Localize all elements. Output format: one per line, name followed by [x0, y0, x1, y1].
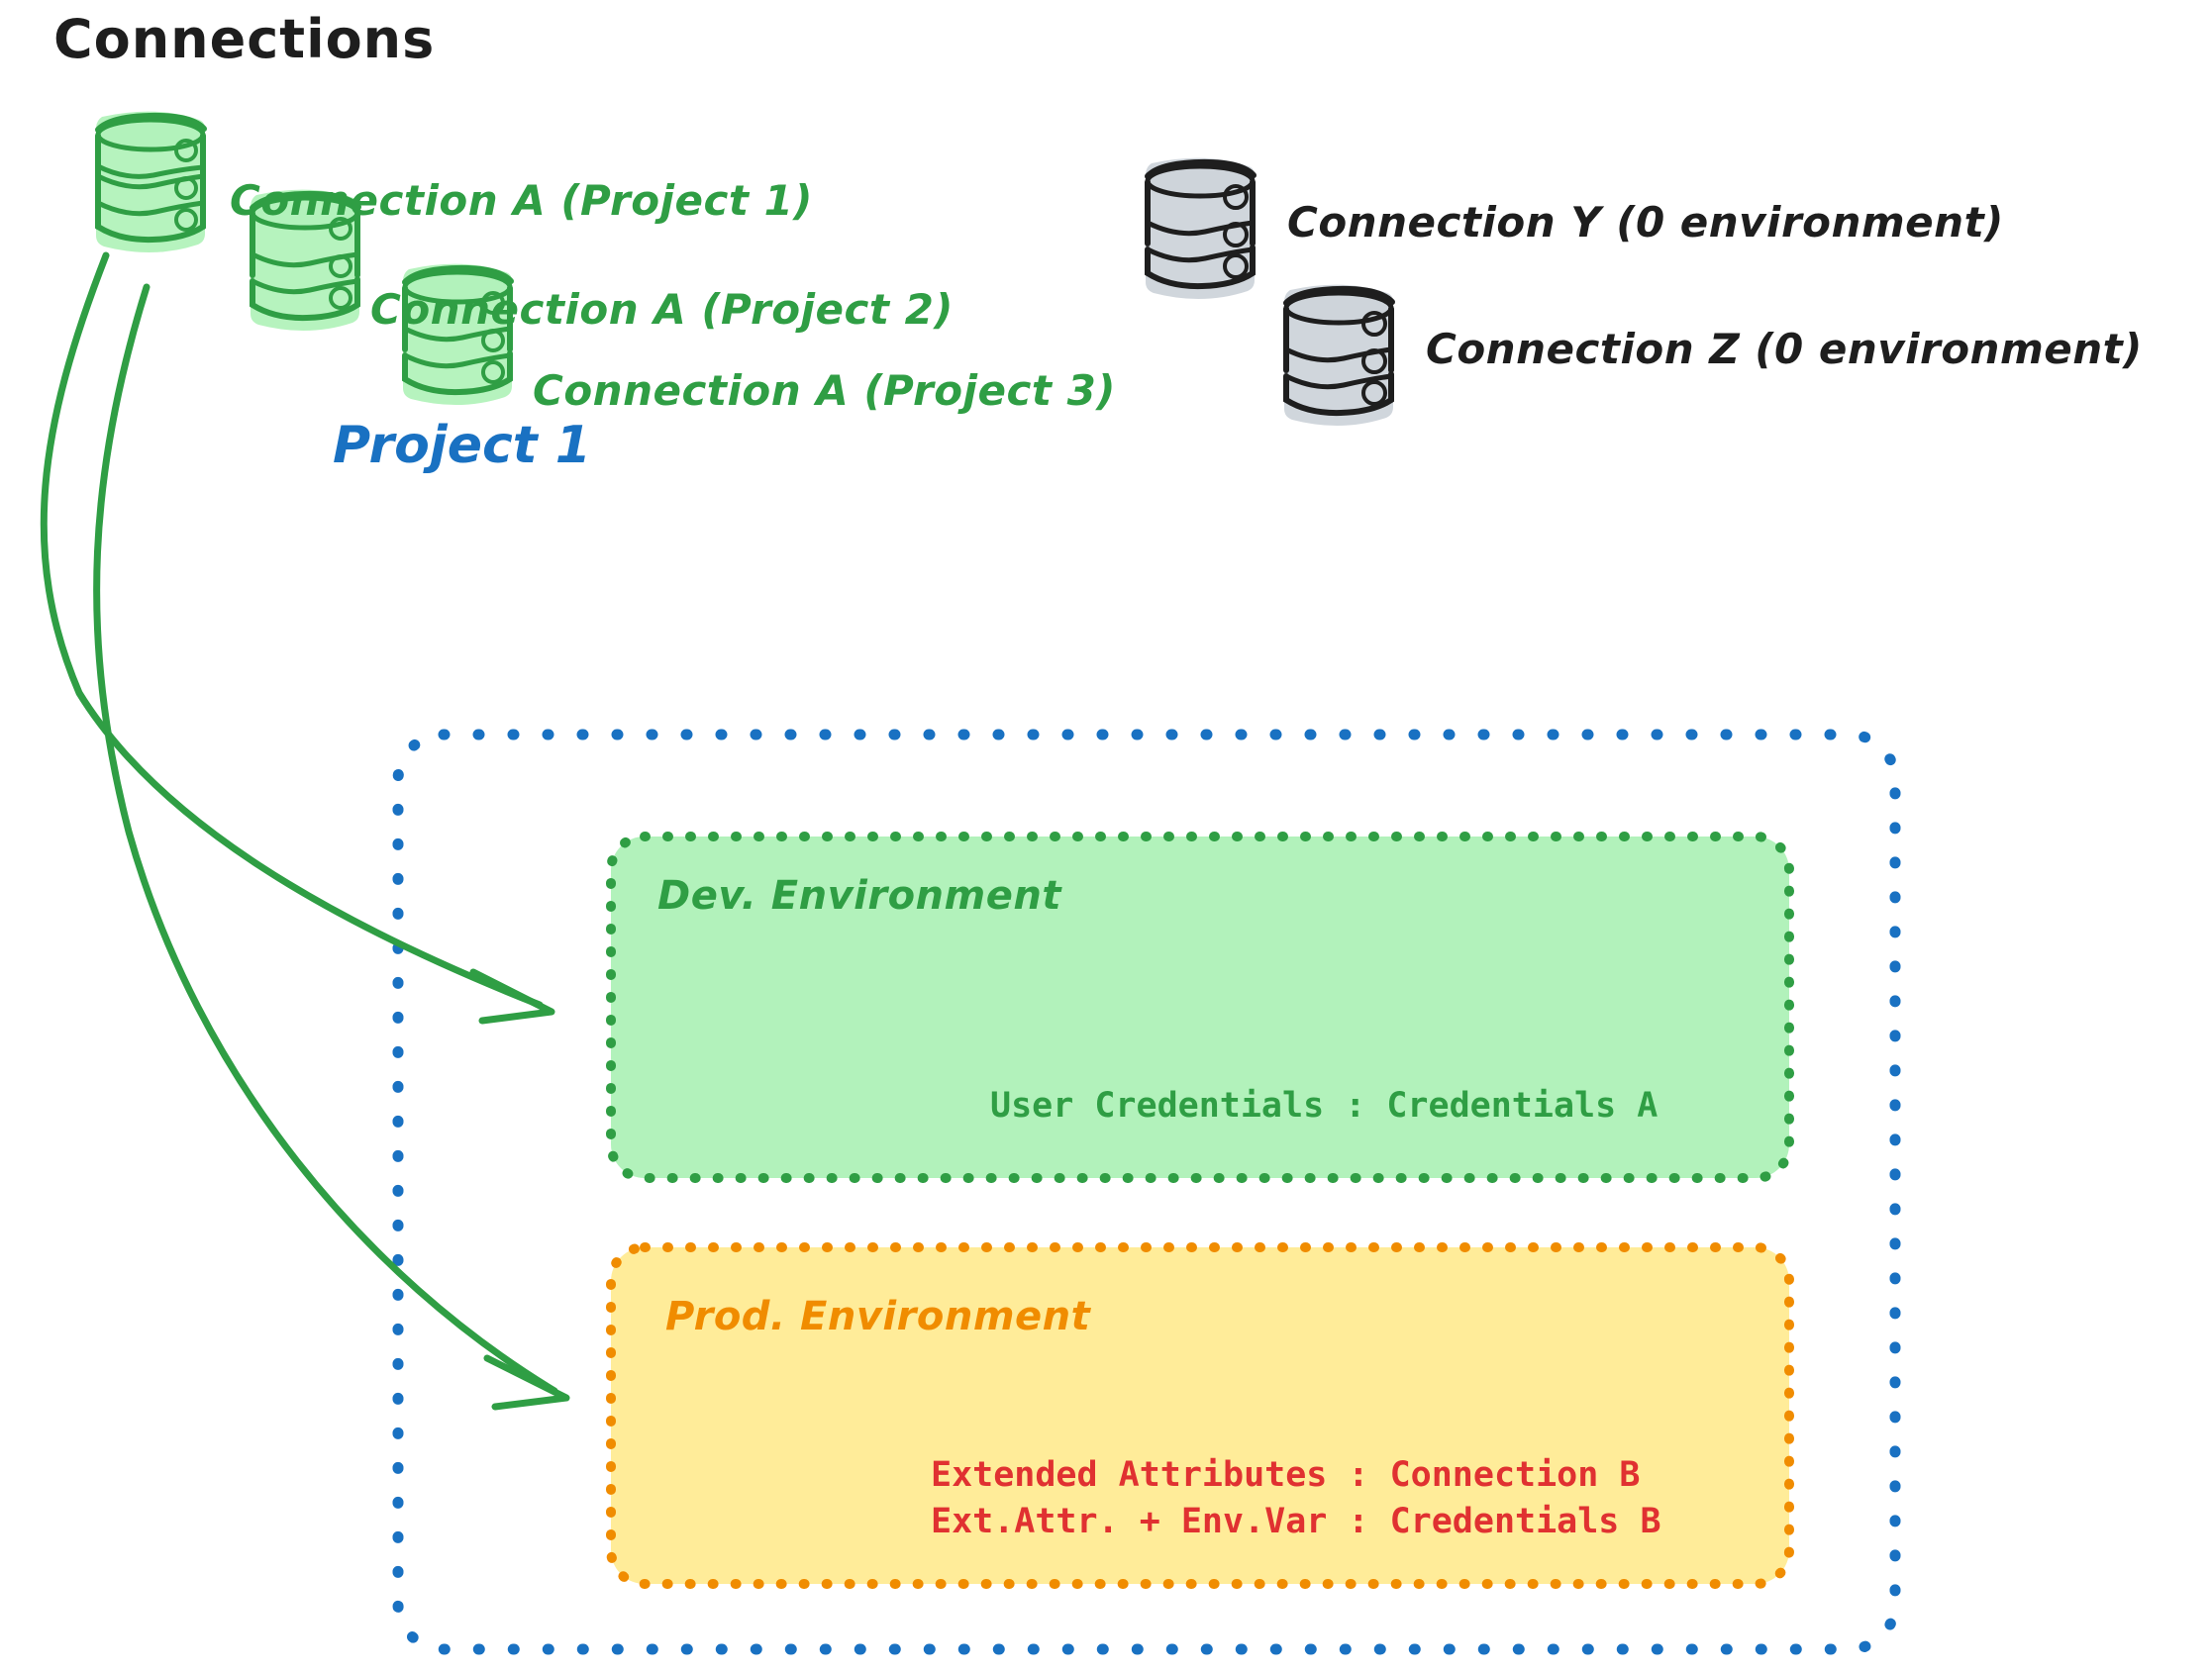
- dev-environment-row-user-credentials: User Credentials : Credentials A: [990, 1086, 1659, 1126]
- arrow-connection-a-to-prod: [93, 283, 570, 1411]
- prod-environment-title: Prod. Environment: [665, 1294, 1091, 1339]
- project-title: Project 1: [333, 416, 591, 475]
- dev-environment-title: Dev. Environment: [657, 873, 1061, 919]
- database-icon-connection-z: [1283, 284, 1395, 427]
- database-icon-connection-y: [1145, 157, 1257, 300]
- database-icon-connection-a-project-3: [402, 263, 514, 406]
- prod-environment-row-extended-attributes: Extended Attributes : Connection B: [931, 1455, 1641, 1495]
- page-title: Connections: [53, 8, 436, 70]
- prod-environment-row-ext-attr-env-var: Ext.Attr. + Env.Var : Credentials B: [931, 1502, 1661, 1541]
- arrow-connection-a-to-dev: [40, 251, 555, 1025]
- connection-label-a-project-1: Connection A (Project 1): [230, 176, 813, 225]
- connection-label-a-project-3: Connection A (Project 3): [533, 366, 1116, 415]
- prod-environment-box: [606, 1242, 1794, 1589]
- database-icon-connection-a-project-1: [95, 111, 207, 253]
- connection-label-a-project-2: Connection A (Project 2): [370, 285, 954, 334]
- project-1-boundary: [392, 729, 1901, 1655]
- connection-label-z: Connection Z (0 environment): [1426, 325, 2143, 373]
- database-icon-connection-a-project-2: [250, 189, 361, 332]
- dev-environment-box: [606, 832, 1794, 1183]
- connection-label-y: Connection Y (0 environment): [1287, 198, 2004, 246]
